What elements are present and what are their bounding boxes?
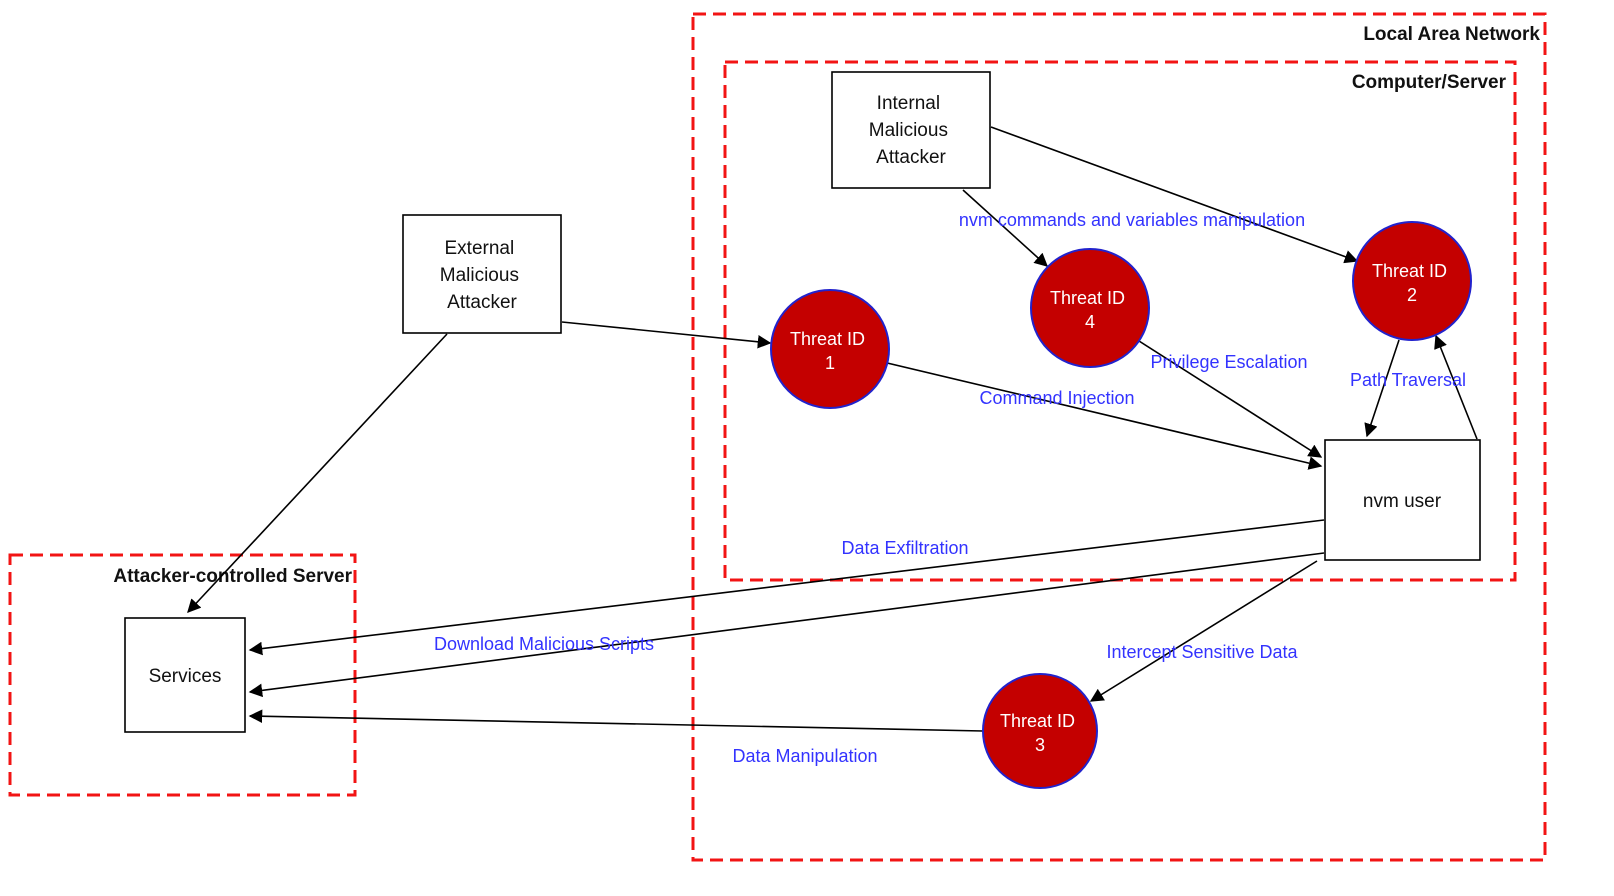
- external-attacker-label-line2: Malicious: [440, 265, 519, 286]
- threat-2-label-title: Threat ID: [1372, 261, 1447, 281]
- threat-2-label-number: 2: [1407, 285, 1417, 305]
- services-box: [124, 617, 246, 733]
- edge-external-attacker-to-services: [187, 333, 448, 613]
- nvm-user-label: nvm user: [1363, 491, 1442, 512]
- threat-4-label: Threat ID 4: [1050, 288, 1130, 332]
- computer-server-boundary-label: Computer/Server: [1352, 72, 1507, 93]
- threat-4-node: Threat ID 4: [1030, 248, 1150, 368]
- edge-nvm-user-to-services-exfiltration: [248, 519, 1325, 656]
- external-attacker-label-line1: External: [445, 238, 515, 259]
- threat-1-label: Threat ID 1: [790, 329, 870, 373]
- nvm-user-node: nvm user: [1324, 439, 1481, 561]
- edge-threat2-to-nvm-user: [1364, 339, 1400, 438]
- internal-attacker-label-line1: Internal: [877, 93, 940, 114]
- threat-3-label: Threat ID 3: [1000, 711, 1080, 755]
- threat-1-circle: [770, 289, 890, 409]
- services-label: Services: [149, 666, 222, 687]
- threat-1-node: Threat ID 1: [770, 289, 890, 409]
- edge-nvm-user-to-threat3: [1089, 560, 1318, 702]
- internal-attacker-label-line2: Malicious: [869, 120, 948, 141]
- edge-label-download-malicious-scripts: Download Malicious Scripts: [434, 634, 654, 654]
- threat-1-label-title: Threat ID: [790, 329, 865, 349]
- threat-2-label: Threat ID 2: [1372, 261, 1452, 305]
- threat-4-circle: [1030, 248, 1150, 368]
- edge-threat4-to-nvm-user: [1138, 340, 1323, 458]
- internal-attacker-label: Internal Malicious Attacker: [869, 93, 953, 168]
- internal-attacker-label-line3: Attacker: [876, 147, 946, 168]
- threat-4-label-title: Threat ID: [1050, 288, 1125, 308]
- edge-label-path-traversal: Path Traversal: [1350, 370, 1466, 390]
- external-attacker-label: External Malicious Attacker: [440, 238, 524, 313]
- threat-2-node: Threat ID 2: [1352, 221, 1472, 341]
- edge-threat1-to-nvm-user: [886, 362, 1323, 470]
- edge-label-data-exfiltration: Data Exfiltration: [841, 538, 968, 558]
- threat-1-label-number: 1: [825, 353, 835, 373]
- edge-nvm-user-to-threat2: [1434, 334, 1478, 440]
- edge-label-privilege-escalation: Privilege Escalation: [1150, 352, 1307, 372]
- attacker-controlled-server-boundary: [8, 553, 357, 797]
- edge-label-command-injection: Command Injection: [979, 388, 1134, 408]
- edge-label-nvm-commands: nvm commands and variables manipulation: [959, 210, 1305, 230]
- edge-nvm-user-to-services-download: [248, 552, 1325, 698]
- nvm-user-box: [1324, 439, 1481, 561]
- internal-attacker-node: Internal Malicious Attacker: [831, 71, 991, 189]
- threat-4-label-number: 4: [1085, 312, 1095, 332]
- edge-label-data-manipulation: Data Manipulation: [732, 746, 877, 766]
- external-attacker-label-line3: Attacker: [447, 292, 517, 313]
- edge-internal-attacker-to-threat4: [962, 189, 1049, 267]
- attacker-controlled-server-boundary-label: Attacker-controlled Server: [113, 566, 352, 587]
- threat-3-circle: [982, 673, 1098, 789]
- internal-attacker-box: [831, 71, 991, 189]
- edge-internal-attacker-to-threat2: [990, 126, 1359, 264]
- threat-3-label-title: Threat ID: [1000, 711, 1075, 731]
- external-attacker-box: [402, 214, 562, 334]
- local-area-network-boundary-label: Local Area Network: [1363, 24, 1540, 45]
- threat-3-label-number: 3: [1035, 735, 1045, 755]
- edge-threat3-to-services: [248, 709, 984, 732]
- threat-2-circle: [1352, 221, 1472, 341]
- services-node: Services: [124, 617, 246, 733]
- external-attacker-node: External Malicious Attacker: [402, 214, 562, 334]
- edge-label-intercept-sensitive-data: Intercept Sensitive Data: [1106, 642, 1298, 662]
- edge-external-attacker-to-threat1: [561, 321, 772, 349]
- local-area-network-boundary: [691, 12, 1547, 862]
- threat-3-node: Threat ID 3: [982, 673, 1098, 789]
